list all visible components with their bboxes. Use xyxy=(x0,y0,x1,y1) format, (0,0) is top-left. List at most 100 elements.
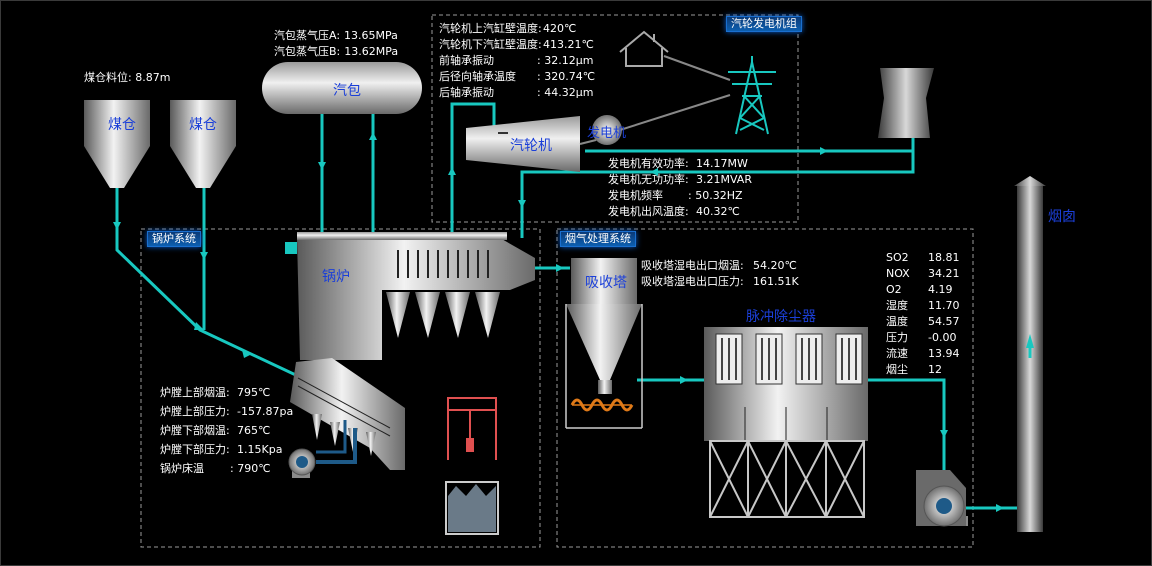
generator-params-panel: 发电机有效功率: 14.17MW 发电机无功功率: 3.21MVAR 发电机频率 : … xyxy=(608,156,752,220)
furnace-param-row: 炉膛下部压力: 1.15Kpa xyxy=(160,440,293,459)
furnace-param-row: 炉膛下部烟温:765℃ xyxy=(160,421,293,440)
boiler-shape xyxy=(285,232,535,470)
furnace-param-value: : 790℃ xyxy=(230,462,271,475)
furnace-param-value: 1.15Kpa xyxy=(237,443,283,456)
furnace-param-value: 795℃ xyxy=(237,386,271,399)
power-tower-icon xyxy=(728,56,776,135)
boiler-system-tag[interactable]: 锅炉系统 xyxy=(147,231,201,247)
drum-shape xyxy=(262,62,422,114)
turbine-param-label: 汽轮机上汽缸壁温度: xyxy=(439,22,542,35)
absorber-label: 吸收塔 xyxy=(585,275,627,291)
chimney-shape xyxy=(1014,176,1046,532)
generator-param-value: : 50.32HZ xyxy=(688,189,743,202)
furnace-param-label: 炉膛下部烟温: xyxy=(160,424,230,437)
cooling-tower-shape xyxy=(878,68,934,138)
generator-param-label: 发电机出风温度: xyxy=(608,205,689,218)
emission-value: 13.94 xyxy=(928,347,960,360)
drum-pressure-row: 汽包蒸气压A: 13.65MPa xyxy=(274,28,398,44)
drum-pressure-row: 汽包蒸气压B: 13.62MPa xyxy=(274,44,398,60)
turbine-param-label: 后轴承振动 xyxy=(439,86,494,99)
coal-level-value: 8.87m xyxy=(135,71,171,84)
dust-collector-label: 脉冲除尘器 xyxy=(746,309,816,325)
turbine-param-value: 413.21℃ xyxy=(543,38,594,51)
furnace-params-panel: 炉膛上部烟温:795℃ 炉膛上部压力: -157.87pa 炉膛下部烟温:765℃… xyxy=(160,383,293,478)
absorber-param-label: 吸收塔湿电出口压力: xyxy=(641,275,744,288)
absorber-param-row: 吸收塔湿电出口烟温: 54.20℃ xyxy=(641,258,799,274)
turbine-param-row: 汽轮机上汽缸壁温度:420℃ xyxy=(439,21,595,37)
generator-param-row: 发电机频率 : 50.32HZ xyxy=(608,188,752,204)
flue-gas-system-tag[interactable]: 烟气处理系统 xyxy=(560,231,636,247)
generator-param-label: 发电机有效功率: xyxy=(608,157,689,170)
drum-pressure-value: 13.62MPa xyxy=(344,45,399,58)
furnace-param-row: 炉膛上部压力: -157.87pa xyxy=(160,402,293,421)
generator-param-label: 发电机频率 xyxy=(608,189,663,202)
emission-label: O2 xyxy=(886,283,902,296)
emission-row: 烟尘 12 xyxy=(886,362,960,378)
absorber-param-value: 54.20℃ xyxy=(753,259,797,272)
turbine-param-value: : 44.32μm xyxy=(537,86,594,99)
emission-label: 湿度 xyxy=(886,299,908,312)
flue-system-box xyxy=(556,228,974,548)
generator-label: 发电机 xyxy=(587,126,627,141)
furnace-param-label: 炉膛上部压力: xyxy=(160,405,230,418)
generator-shape xyxy=(592,115,622,145)
drum-pressure-panel: 汽包蒸气压A: 13.65MPa 汽包蒸气压B: 13.62MPa xyxy=(274,28,398,60)
turbine-system-box xyxy=(431,14,799,223)
emission-value: 18.81 xyxy=(928,251,960,264)
turbine-param-label: 前轴承振动 xyxy=(439,54,494,67)
induced-fan-shape xyxy=(916,470,968,527)
generator-param-row: 发电机无功功率: 3.21MVAR xyxy=(608,172,752,188)
emission-row: 压力-0.00 xyxy=(886,330,960,346)
emission-value: 54.57 xyxy=(928,315,960,328)
boiler-fan-shape xyxy=(288,420,357,478)
generator-param-row: 发电机出风温度: 40.32℃ xyxy=(608,204,752,220)
emission-value: -0.00 xyxy=(928,331,957,344)
coal-bin-2-shape xyxy=(170,100,236,188)
furnace-param-label: 炉膛下部压力: xyxy=(160,443,230,456)
drum-pressure-value: 13.65MPa xyxy=(344,29,398,42)
generator-param-label: 发电机无功功率: xyxy=(608,173,689,186)
absorber-params-panel: 吸收塔湿电出口烟温: 54.20℃ 吸收塔湿电出口压力: 161.51K xyxy=(641,258,799,290)
generator-param-value: 40.32℃ xyxy=(696,205,740,218)
coal-level-label: 煤仓料位: xyxy=(84,71,132,84)
flow-arrows xyxy=(113,132,1004,512)
coal-level-readout: 煤仓料位: 8.87m xyxy=(84,70,170,85)
turbine-shape xyxy=(466,116,580,172)
chimney-label: 烟囱 xyxy=(1048,209,1076,225)
furnace-param-row: 锅炉床温 : 790℃ xyxy=(160,459,293,478)
furnace-param-row: 炉膛上部烟温:795℃ xyxy=(160,383,293,402)
emission-label: 烟尘 xyxy=(886,363,908,376)
emission-row: O2 4.19 xyxy=(886,282,960,298)
turbine-param-value: : 32.12μm xyxy=(537,54,594,67)
absorber-param-row: 吸收塔湿电出口压力: 161.51K xyxy=(641,274,799,290)
house-icon xyxy=(619,30,669,67)
generator-param-row: 发电机有效功率: 14.17MW xyxy=(608,156,752,172)
emission-value: 12 xyxy=(928,363,942,376)
absorber-param-label: 吸收塔湿电出口烟温: xyxy=(641,259,744,272)
drum-pressure-label: 汽包蒸气压A: xyxy=(274,29,341,42)
emission-row: 湿度 11.70 xyxy=(886,298,960,314)
furnace-param-label: 锅炉床温 xyxy=(160,462,204,475)
dust-collector-shape xyxy=(704,327,868,518)
emission-value: 4.19 xyxy=(928,283,953,296)
absorber-param-value: 161.51K xyxy=(753,275,799,288)
turbine-param-value: : 320.74℃ xyxy=(537,70,596,83)
emission-row: SO2 18.81 xyxy=(886,250,960,266)
emission-label: SO2 xyxy=(886,251,909,264)
absorber-shape xyxy=(565,258,643,429)
furnace-param-value: -157.87pa xyxy=(237,405,294,418)
emission-label: 温度 xyxy=(886,315,908,328)
generator-param-value: 3.21MVAR xyxy=(696,173,752,186)
boiler-system-box xyxy=(140,228,541,548)
emission-label: 流速 xyxy=(886,347,908,360)
turbine-param-label: 后径向轴承温度 xyxy=(439,70,516,83)
boiler-label: 锅炉 xyxy=(322,269,350,285)
emission-value: 11.70 xyxy=(928,299,960,312)
coal-bin-2-label: 煤仓 xyxy=(189,117,217,133)
generator-param-value: 14.17MW xyxy=(696,157,748,170)
turbine-gen-set-tag[interactable]: 汽轮发电机组 xyxy=(726,16,802,32)
drum-pressure-label: 汽包蒸气压B: xyxy=(274,45,341,58)
